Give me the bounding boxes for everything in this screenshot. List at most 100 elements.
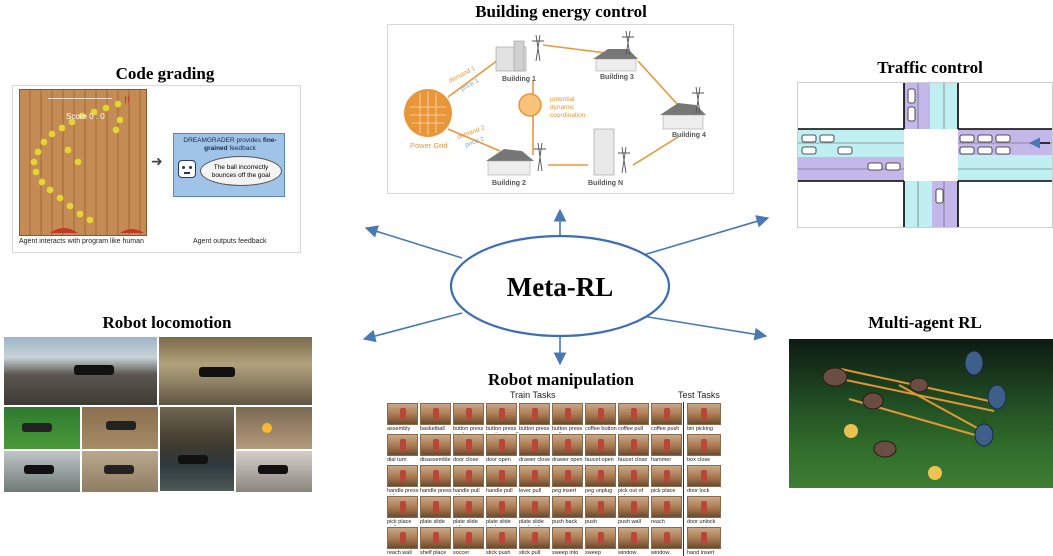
task-thumbnail bbox=[486, 496, 517, 518]
multiagent-title: Multi-agent RL bbox=[868, 313, 982, 332]
task-cell: handle pull bbox=[485, 464, 518, 495]
building2-label: Building 2 bbox=[492, 180, 526, 187]
task-thumbnail bbox=[453, 403, 484, 425]
goal-left bbox=[50, 228, 78, 233]
task-label: assembly bbox=[387, 426, 411, 432]
task-thumbnail bbox=[585, 434, 616, 456]
task-cell: handle press side bbox=[386, 464, 419, 495]
task-cell: handle press bbox=[419, 464, 452, 495]
task-thumbnail bbox=[618, 527, 649, 549]
task-thumbnail bbox=[453, 465, 484, 487]
task-cell: door open bbox=[485, 433, 518, 464]
task-thumbnail bbox=[585, 465, 616, 487]
task-cell: shelf place bbox=[419, 526, 452, 556]
task-thumbnail bbox=[687, 527, 721, 549]
arrow-right-icon: ➜ bbox=[151, 154, 163, 170]
task-thumbnail bbox=[618, 465, 649, 487]
task-thumbnail bbox=[618, 434, 649, 456]
task-thumbnail bbox=[651, 465, 682, 487]
task-cell: dial turn bbox=[386, 433, 419, 464]
task-label: disassemble bbox=[420, 457, 451, 463]
locomotion-photo-snow bbox=[4, 451, 80, 492]
locomotion-photo-dirt bbox=[82, 407, 158, 449]
task-label: door close bbox=[453, 457, 479, 463]
task-thumbnail bbox=[552, 403, 583, 425]
task-cell: plate slide side bbox=[452, 495, 485, 526]
task-thumbnail bbox=[453, 527, 484, 549]
task-label: peg unplug side bbox=[585, 488, 613, 495]
task-label: button press topdown bbox=[453, 426, 484, 433]
code-caption-left: Agent interacts with program like human bbox=[19, 238, 144, 245]
task-label: coffee pull bbox=[618, 426, 643, 432]
task-cell: soccer bbox=[452, 526, 485, 556]
task-cell: coffee push bbox=[650, 402, 683, 433]
task-thumbnail bbox=[651, 403, 682, 425]
task-cell: window close bbox=[650, 526, 683, 556]
task-cell: plate slide back side bbox=[518, 495, 551, 526]
task-cell: coffee button bbox=[584, 402, 617, 433]
locomotion-panel bbox=[4, 337, 312, 492]
task-label: button press wall bbox=[552, 426, 583, 433]
task-cell: stick pull bbox=[518, 526, 551, 556]
task-label: soccer bbox=[453, 550, 470, 556]
task-thumbnail bbox=[420, 434, 451, 456]
arrow-to-locomotion bbox=[362, 312, 463, 343]
task-label: handle press side bbox=[387, 488, 419, 495]
task-thumbnail bbox=[552, 496, 583, 518]
code-title: Code grading bbox=[115, 64, 215, 83]
task-cell: door unlock bbox=[686, 495, 722, 526]
building-1-icon bbox=[495, 34, 544, 72]
task-cell: push back bbox=[551, 495, 584, 526]
task-label: push bbox=[585, 519, 597, 525]
task-label: faucet close bbox=[618, 457, 648, 463]
coord-line2: dynamic bbox=[550, 104, 575, 111]
task-thumbnail bbox=[420, 496, 451, 518]
task-thumbnail bbox=[420, 465, 451, 487]
task-thumbnail bbox=[387, 403, 418, 425]
building-2-icon bbox=[486, 142, 546, 176]
task-label: drawer close bbox=[519, 457, 551, 463]
building-3-icon bbox=[593, 30, 638, 72]
task-cell: button press topdown wall bbox=[485, 402, 518, 433]
task-cell: stick push bbox=[485, 526, 518, 556]
task-cell: hammer bbox=[650, 433, 683, 464]
task-label: hand insert bbox=[687, 550, 715, 556]
task-thumbnail bbox=[618, 496, 649, 518]
task-thumbnail bbox=[687, 434, 721, 456]
task-thumbnail bbox=[552, 527, 583, 549]
cars bbox=[801, 88, 1011, 204]
traffic-panel bbox=[797, 82, 1053, 228]
task-label: sweep bbox=[585, 550, 601, 556]
task-thumbnail bbox=[486, 465, 517, 487]
task-thumbnail bbox=[420, 403, 451, 425]
task-label: pick place wall bbox=[387, 519, 412, 526]
center-label: Meta-RL bbox=[507, 272, 613, 302]
task-cell: reach wall bbox=[386, 526, 419, 556]
task-label: door lock bbox=[687, 488, 710, 494]
task-label: plate slide side bbox=[453, 519, 478, 526]
task-label: lever pull bbox=[519, 488, 542, 494]
feedback-box: DREAMGRADER provides fine-grained feedba… bbox=[173, 133, 285, 197]
task-label: stick push bbox=[486, 550, 511, 556]
task-thumbnail bbox=[585, 496, 616, 518]
traffic-title: Traffic control bbox=[877, 58, 983, 77]
task-thumbnail bbox=[486, 434, 517, 456]
explosion-icon bbox=[844, 424, 858, 438]
task-label: faucet open bbox=[585, 457, 614, 463]
task-label: window open bbox=[618, 550, 637, 556]
task-thumbnail bbox=[486, 527, 517, 549]
arrow-to-multiagent bbox=[641, 315, 768, 341]
arrow-to-traffic bbox=[639, 215, 770, 257]
center-ellipse bbox=[449, 234, 671, 338]
task-cell: pick place bbox=[650, 464, 683, 495]
building1-label: Building 1 bbox=[502, 76, 536, 83]
energy-panel: Power Grid potential dynamic coordinatio… bbox=[387, 24, 734, 194]
train-tasks-header: Train Tasks bbox=[510, 390, 556, 400]
task-cell: hand insert bbox=[686, 526, 722, 556]
task-cell: sweep into bbox=[551, 526, 584, 556]
task-cell: basketball bbox=[419, 402, 452, 433]
task-label: hammer bbox=[651, 457, 672, 463]
task-label: box close bbox=[687, 457, 711, 463]
